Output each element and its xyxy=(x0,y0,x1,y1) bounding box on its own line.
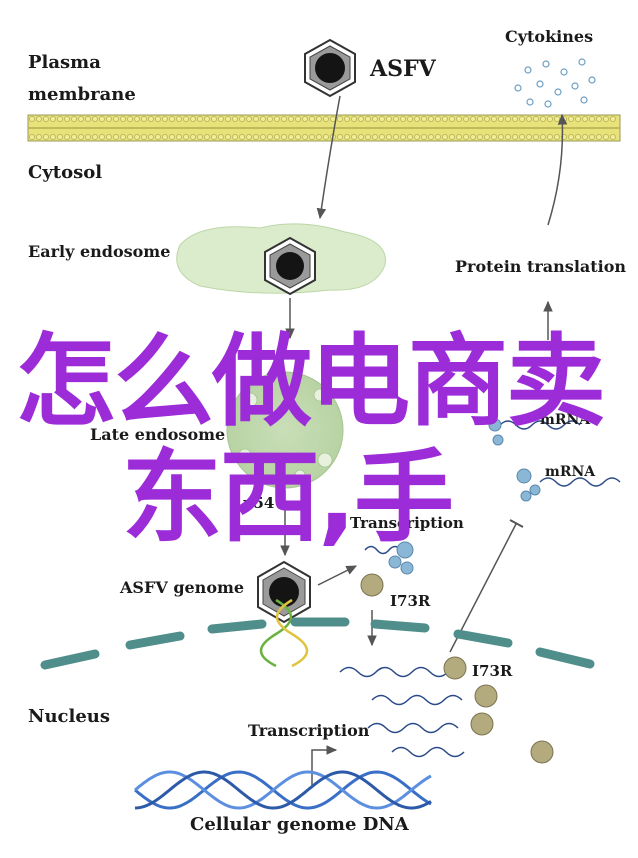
cytosol-label: Cytosol xyxy=(28,162,102,183)
secretion-arrow xyxy=(547,113,568,226)
viral-protein-cluster xyxy=(388,541,414,575)
viral-dna-helix xyxy=(259,598,309,668)
asfv-genome-icon xyxy=(257,560,311,624)
cytokines-label: Cytokines xyxy=(505,27,593,46)
asfv-genome-label: ASFV genome xyxy=(119,578,244,597)
overlay-text-line1: 怎么做电商卖 xyxy=(16,323,606,440)
overlay-text-line2: 东西,手 xyxy=(122,439,454,556)
i73r-bound-icons xyxy=(443,656,554,764)
entry-arrow xyxy=(316,95,341,220)
late-endosome-label: Late endosome xyxy=(90,425,225,444)
mrna-label-1: mRNA xyxy=(540,412,591,428)
i73r-label-2: I73R xyxy=(472,662,513,680)
late-endosome-vesicles xyxy=(238,388,333,481)
nuclear-envelope xyxy=(40,617,595,670)
cellular-dna-helix xyxy=(134,770,432,810)
i73r-label-1: I73R xyxy=(390,592,431,610)
mrna-label-2: mRNA xyxy=(545,464,596,480)
host-transcription-arrow xyxy=(311,745,338,785)
i73r-protein-icon xyxy=(360,573,384,597)
asfv-in-early-endosome-icon xyxy=(264,236,316,296)
early-endosome-label: Early endosome xyxy=(28,242,170,261)
plasma-label-line2: membrane xyxy=(28,84,136,105)
plasma-membrane xyxy=(27,114,621,142)
plasma-label-line1: Plasma xyxy=(28,52,101,73)
nucleus-label: Nucleus xyxy=(28,706,110,727)
transcription-bottom-label: Transcription xyxy=(248,721,370,740)
transcription-top-label: Transcription xyxy=(350,514,464,532)
viral-transcription-arrow xyxy=(317,565,358,586)
viral-mrna-strand xyxy=(364,545,402,555)
cytokines-cluster-icon xyxy=(514,58,596,108)
inhibition-bar xyxy=(509,519,524,528)
cellular-dna-label: Cellular genome DNA xyxy=(190,814,410,835)
p54-label: p54 xyxy=(243,494,274,512)
asfv-label: ASFV xyxy=(369,56,437,82)
mrna-strand-2 xyxy=(516,468,621,502)
asfv-virion-icon xyxy=(304,38,356,98)
mrna-strand-1 xyxy=(488,418,581,446)
protein-translation-label: Protein translation xyxy=(455,257,626,276)
nuclear-mrna-group xyxy=(339,666,465,758)
